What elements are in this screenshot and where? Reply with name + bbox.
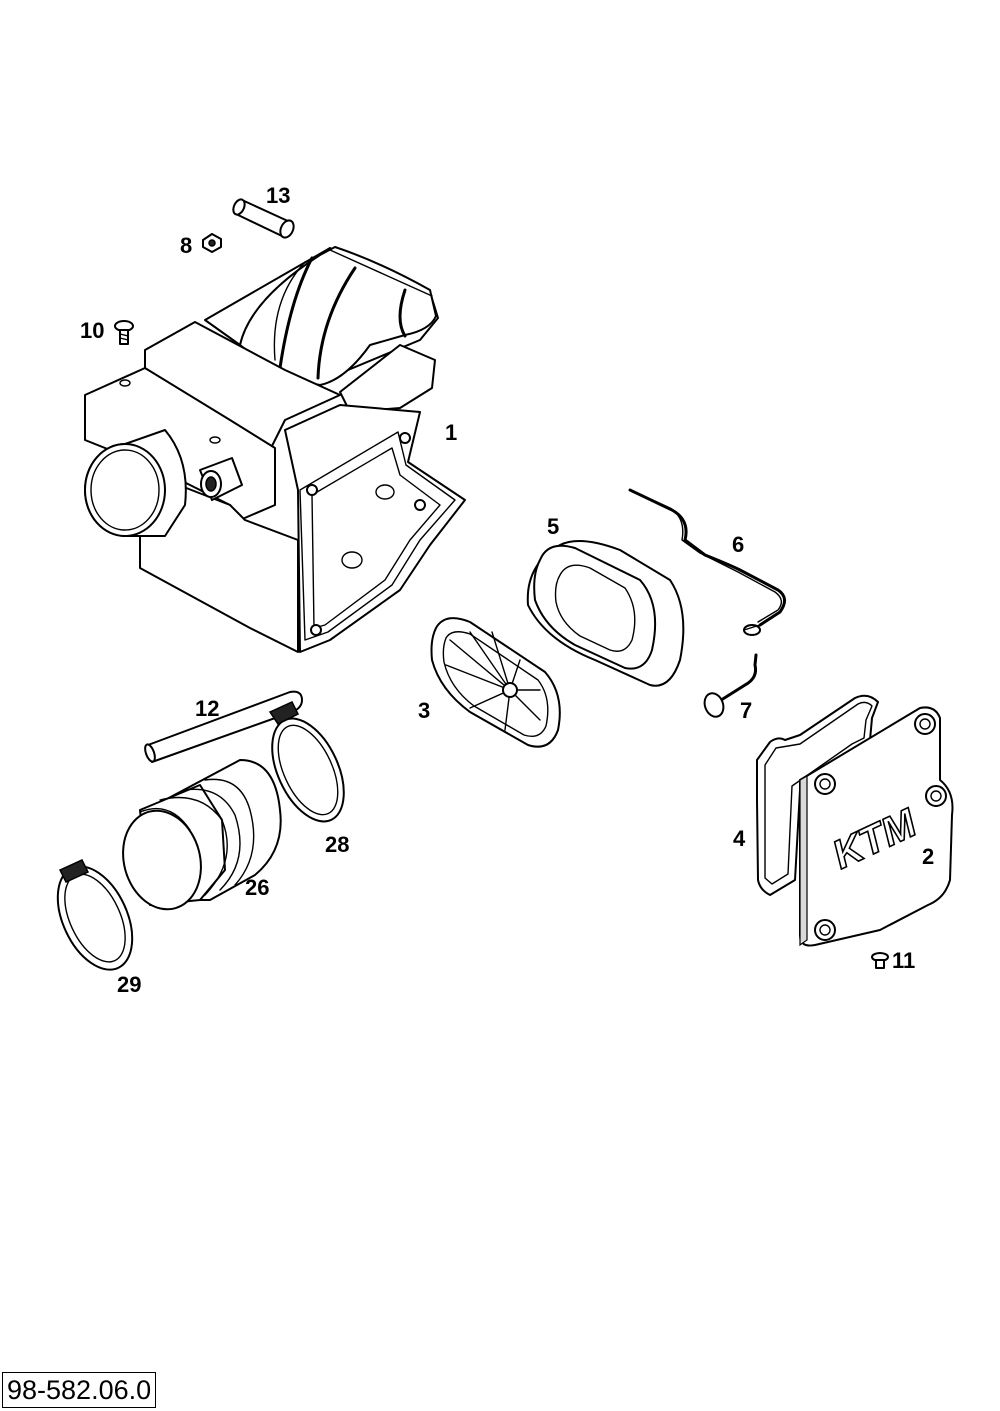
callout-8: 8 [180,233,192,258]
callout-6: 6 [732,532,744,557]
callout-11: 11 [892,948,915,973]
callout-3: 3 [418,698,430,723]
callout-4: 4 [733,826,746,851]
wire-holder-part-6 [628,488,786,636]
side-cover-part-2: KTM [799,706,954,947]
gasket-part-4 [756,694,879,896]
callout-5: 5 [547,514,559,539]
callout-10: 10 [80,318,104,343]
hose-clamp-part-28 [268,701,345,823]
airbox-part-1 [84,246,466,653]
callout-1: 1 [445,420,457,445]
callout-7: 7 [740,698,752,723]
callout-28: 28 [325,832,349,857]
nut-part-8 [202,233,222,253]
filter-cage-part-3 [430,617,561,748]
callout-29: 29 [117,972,141,997]
screw-part-11 [871,952,889,969]
hose-stub-part-13 [232,198,295,239]
callout-12: 12 [195,696,219,721]
drawing-number: 98-582.06.0 [2,1372,157,1408]
hose-clamp-part-29 [56,859,134,971]
plug-part-7 [703,653,758,718]
filter-element-part-5 [526,540,685,687]
intake-boot-part-26 [122,759,282,911]
screw-part-10 [114,320,134,345]
callout-26: 26 [245,875,269,900]
callout-13: 13 [266,183,290,208]
callout-2: 2 [922,844,934,869]
callout-labels: 13 8 10 1 5 6 12 3 7 4 28 2 26 11 29 [80,183,934,997]
